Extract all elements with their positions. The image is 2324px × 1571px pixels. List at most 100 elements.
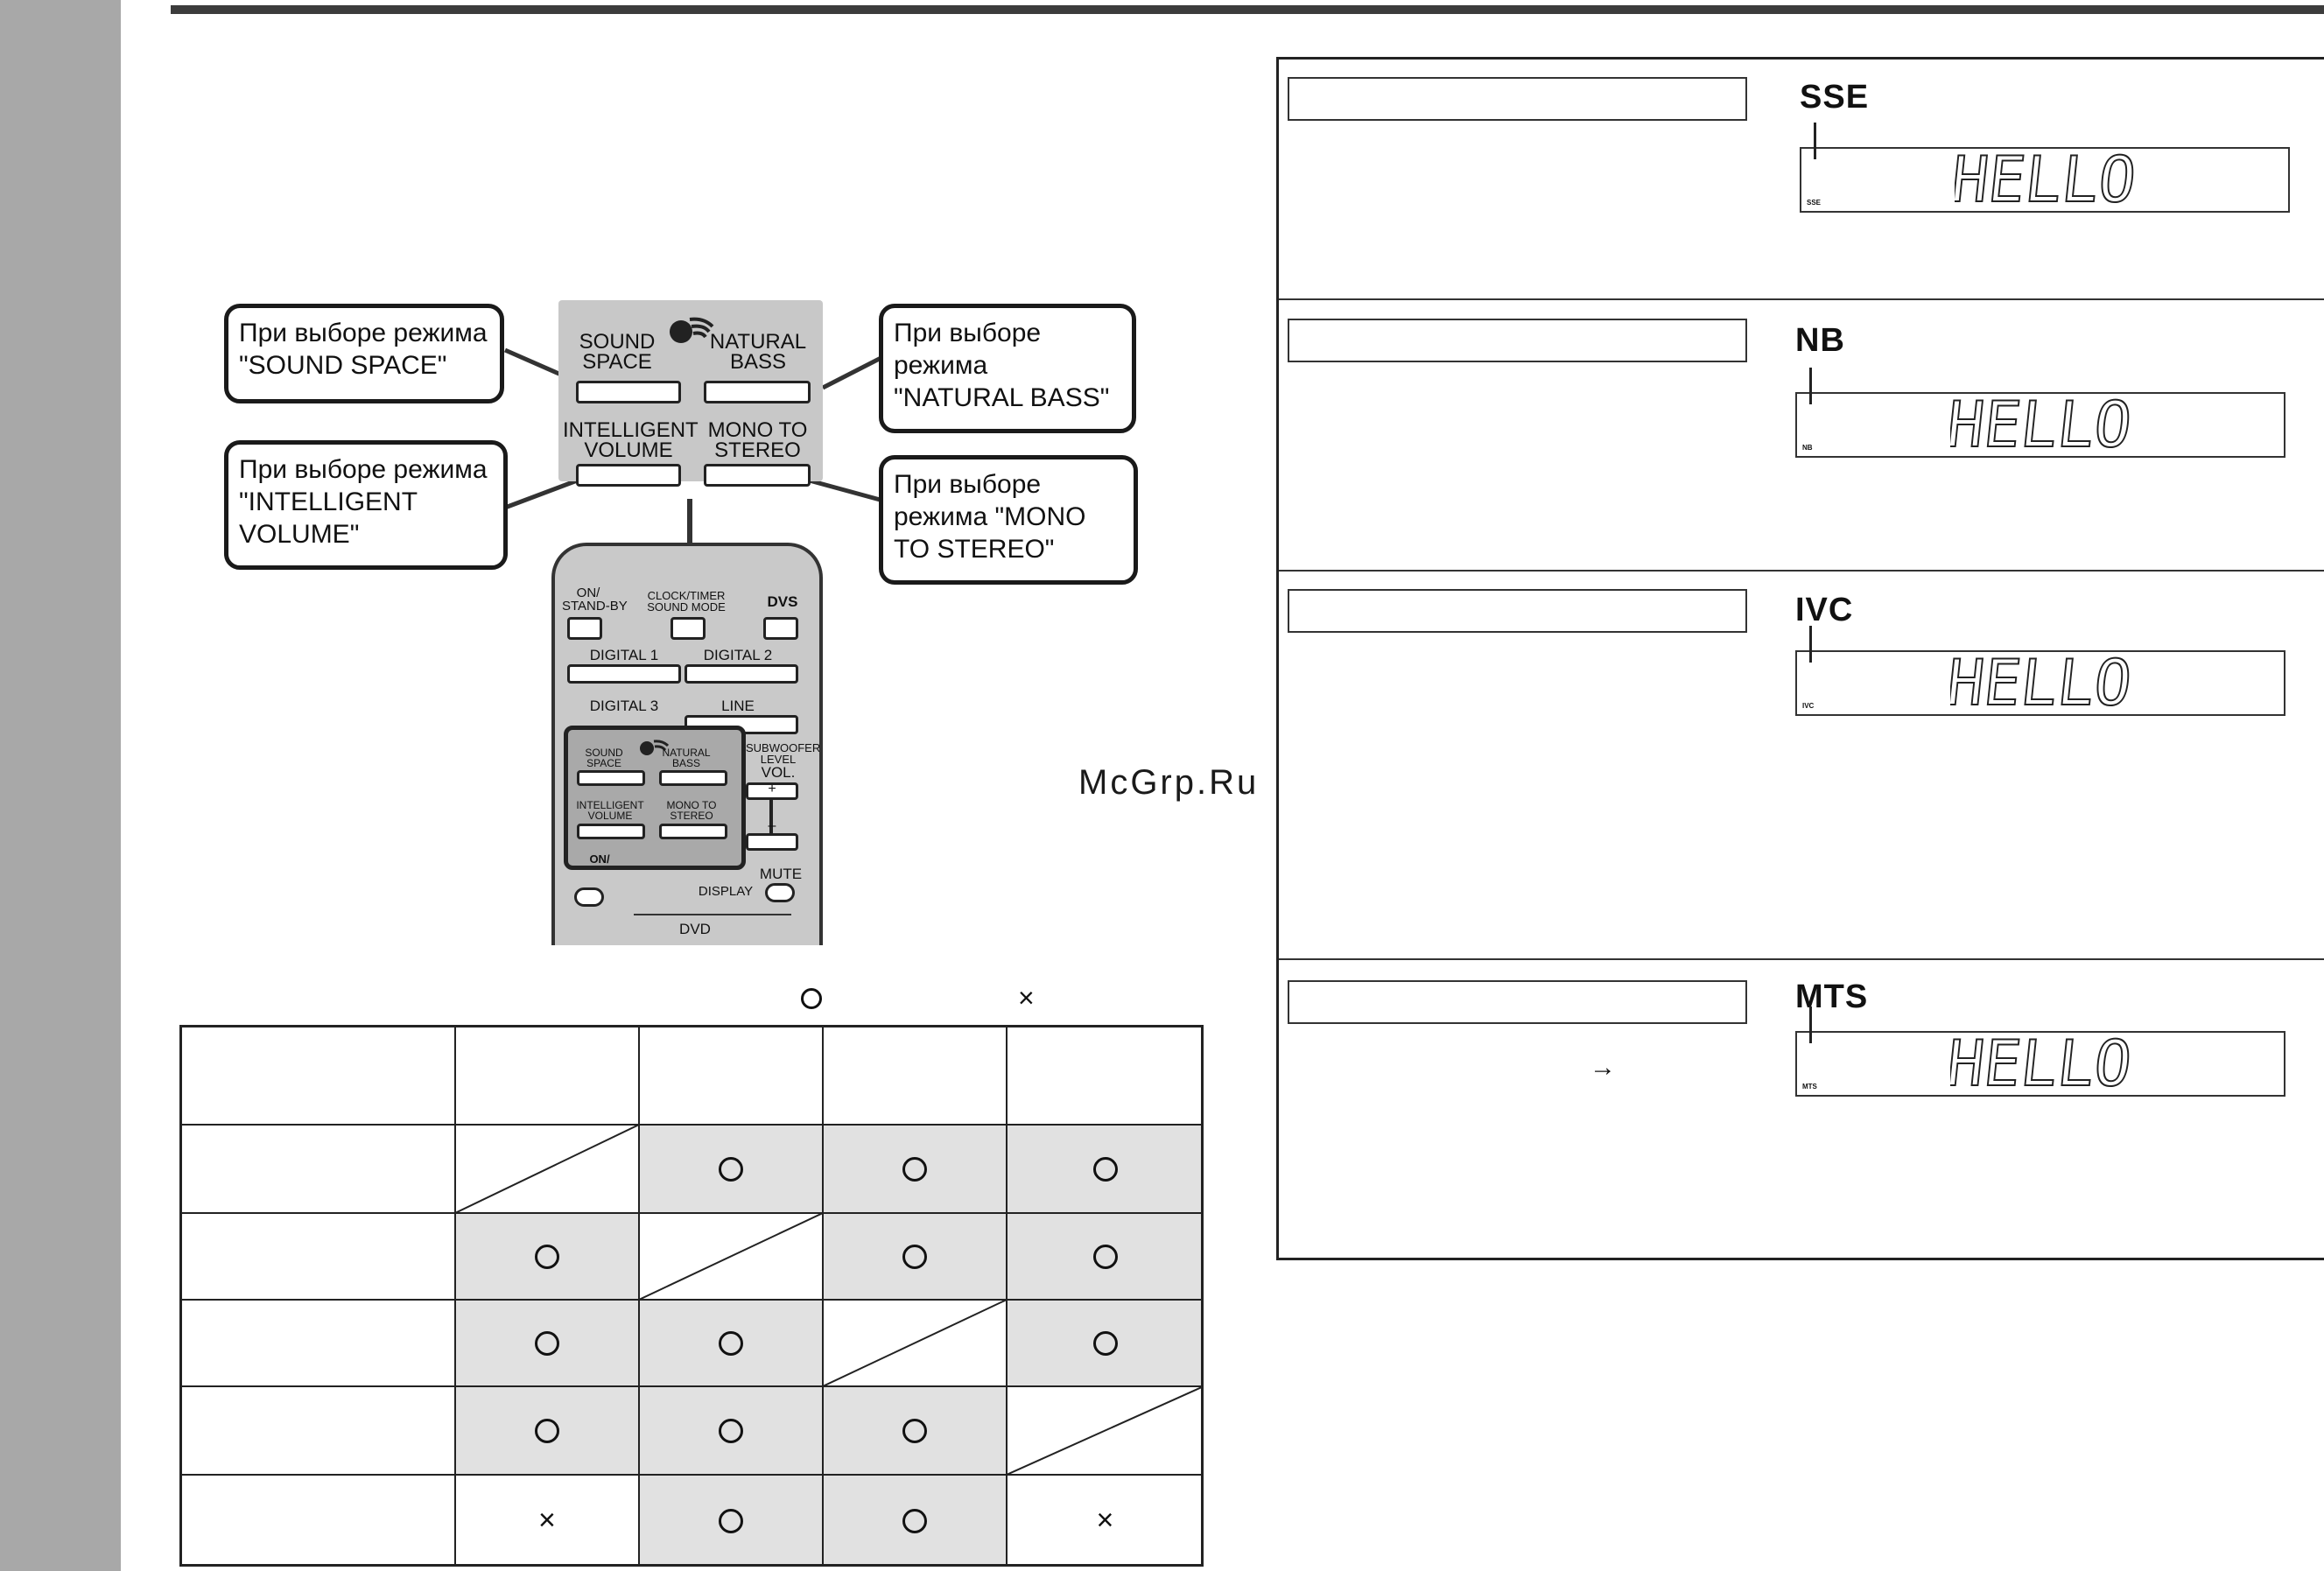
volume-down-button[interactable] xyxy=(746,833,798,851)
table-cell xyxy=(455,1213,639,1300)
mono-to-stereo-button[interactable] xyxy=(704,464,811,487)
mode-title: IVC xyxy=(1795,592,1854,628)
label-line: INTELLIGENT xyxy=(563,418,699,442)
remote-intelligent-volume-button[interactable] xyxy=(577,824,645,839)
label-line: VOLUME xyxy=(584,438,673,462)
diagonal-line xyxy=(1007,1386,1204,1475)
panel-label-natural-bass: NATURAL BASS xyxy=(706,330,811,373)
dvd-label: DVD xyxy=(679,921,711,937)
remote-natural-bass-button[interactable] xyxy=(659,770,727,786)
circle-mark-icon xyxy=(1092,1156,1118,1182)
remote-control: ON/ STAND-BY CLOCK/TIMER SOUND MODE DVS … xyxy=(551,543,823,945)
label-line: SPACE xyxy=(586,757,621,769)
table-cell xyxy=(823,1475,1007,1567)
digital2-label: DIGITAL 2 xyxy=(703,647,773,663)
label-line: STEREO xyxy=(670,810,713,822)
circle-mark-icon xyxy=(719,1418,743,1443)
top-rule xyxy=(171,5,2324,14)
table-cell xyxy=(1007,1386,1204,1475)
table-cell xyxy=(639,1386,823,1475)
digital1-button[interactable] xyxy=(567,664,681,684)
sound-mode-highlight: SOUND SPACE NATURAL BASS INTELLIGENT VOL… xyxy=(564,726,746,870)
label-line: MONO TO xyxy=(707,418,808,442)
callout-line: При выборе режима xyxy=(239,319,488,347)
compatibility-table: ×× xyxy=(179,1025,1204,1567)
diagonal-line xyxy=(823,1300,1007,1386)
callout-line: режима xyxy=(894,351,988,380)
remote-sound-space-button[interactable] xyxy=(577,770,645,786)
lcd-segment-text: HELLO xyxy=(1955,152,2140,210)
label-line: SOUND MODE xyxy=(647,600,726,614)
table-cell xyxy=(639,1475,823,1567)
table-cell xyxy=(1007,1300,1204,1386)
mode-title: MTS xyxy=(1795,978,1869,1015)
mode-title: SSE xyxy=(1800,79,1870,116)
intelligent-volume-button[interactable] xyxy=(576,464,681,487)
table-cell xyxy=(823,1300,1007,1386)
table-cell xyxy=(455,1125,639,1213)
indicator-pointer xyxy=(1809,626,1812,663)
on-standby-button[interactable] xyxy=(567,617,602,640)
section-header-box xyxy=(1288,319,1747,362)
table-cell xyxy=(639,1213,823,1300)
natural-bass-button[interactable] xyxy=(704,381,811,403)
mute-label: MUTE xyxy=(759,866,803,882)
side-bar xyxy=(0,0,121,1571)
table-cell: × xyxy=(1007,1475,1204,1567)
circle-mark-icon xyxy=(1092,1330,1118,1356)
lcd-indicator: NB xyxy=(1802,444,1813,452)
circle-mark-icon xyxy=(719,1330,743,1356)
circle-mark-icon xyxy=(902,1156,927,1182)
callout-line: При выборе xyxy=(894,470,1042,499)
volume-up-button[interactable] xyxy=(746,782,798,800)
dvs-button[interactable] xyxy=(763,617,798,640)
label-line: NATURAL xyxy=(709,330,807,354)
diagonal-line xyxy=(455,1125,639,1213)
label-line: STEREO xyxy=(714,438,801,462)
cross-mark: × xyxy=(538,1503,556,1537)
table-cell xyxy=(823,1386,1007,1475)
table-cell xyxy=(823,1125,1007,1213)
remote-mono-to-stereo-button[interactable] xyxy=(659,824,727,839)
table-cell xyxy=(639,1300,823,1386)
label-line: MONO TO xyxy=(666,799,717,811)
label-line: LEVEL xyxy=(760,753,797,766)
callout-line: TO STEREO" xyxy=(894,535,1055,564)
callout-mono-to-stereo: При выборе режима "MONO TO STEREO" xyxy=(879,455,1138,585)
minus-label: – xyxy=(768,818,776,833)
table-cell xyxy=(455,1386,639,1475)
callout-sound-space: При выборе режима "SOUND SPACE" xyxy=(224,304,504,403)
lcd-indicator: SSE xyxy=(1807,199,1822,207)
digital2-button[interactable] xyxy=(685,664,798,684)
circle-mark-icon xyxy=(535,1330,559,1356)
callout-line: При выборе режима xyxy=(239,455,488,484)
label-line: NATURAL xyxy=(662,747,711,759)
clock-timer-button[interactable] xyxy=(671,617,706,640)
table-cell xyxy=(1007,1213,1204,1300)
vol-label: VOL. xyxy=(761,764,796,781)
circle-mark-icon xyxy=(902,1244,927,1269)
watermark: McGrp.Ru xyxy=(1078,763,1260,802)
remote-label-sound-space: SOUND SPACE xyxy=(573,747,635,768)
table-cell xyxy=(1007,1125,1204,1213)
sound-space-button[interactable] xyxy=(576,381,681,403)
arrow-icon: → xyxy=(1590,1053,1616,1082)
subwoofer-label: SUBWOOFER LEVEL xyxy=(746,742,819,766)
mute-button[interactable] xyxy=(765,883,795,902)
lcd-display: NB HELLO xyxy=(1795,368,2285,458)
section-divider xyxy=(1279,298,2324,300)
circle-mark-icon xyxy=(902,1418,927,1443)
label-line: INTELLIGENT xyxy=(576,799,644,811)
lcd-text: HELLO xyxy=(1950,1036,2135,1094)
lcd-segment-text: HELLO xyxy=(1950,397,2136,455)
remote-bottom-button[interactable] xyxy=(574,887,604,907)
label-line: ON/ xyxy=(576,586,600,600)
plus-label: + xyxy=(768,782,776,796)
circle-mark-icon xyxy=(719,1156,743,1182)
label-line: BASS xyxy=(671,757,700,769)
section-header-box xyxy=(1288,589,1747,633)
label-line: SPACE xyxy=(582,350,652,374)
section-divider xyxy=(1279,958,2324,960)
lcd-display: SSE HELLO xyxy=(1800,123,2290,213)
